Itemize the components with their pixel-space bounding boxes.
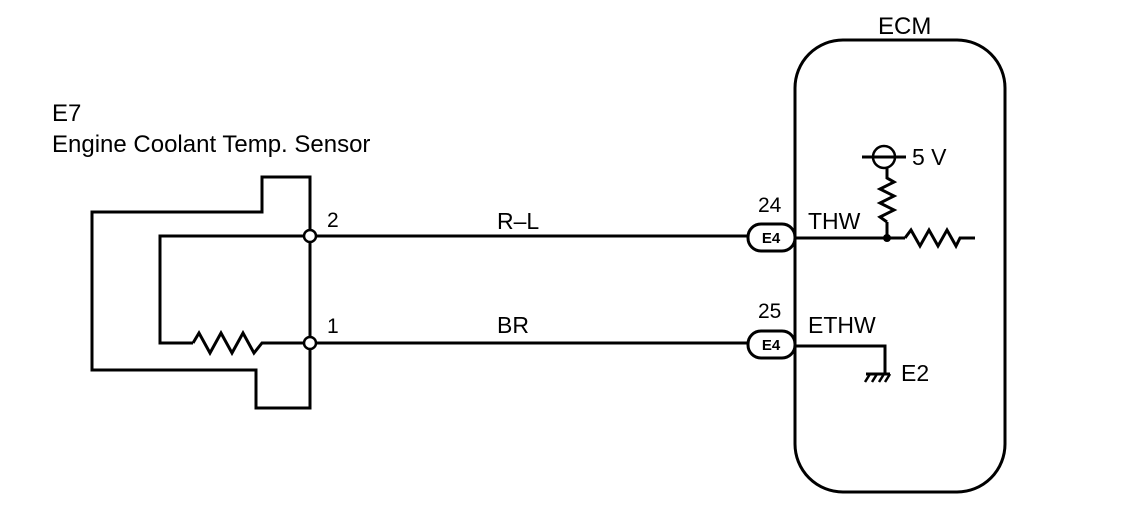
sensor-thermistor-icon <box>191 329 310 357</box>
terminal-2-icon <box>302 228 318 244</box>
signal-ethw: ETHW <box>808 312 876 338</box>
pullup-resistor-icon <box>876 167 898 224</box>
wire-br-label: BR <box>497 312 529 338</box>
connector-bottom-pin: 25 <box>758 300 781 323</box>
connector-e4-bottom-code: E4 <box>762 337 781 354</box>
sensor-internal-loop <box>158 234 310 345</box>
connector-e4-top-code: E4 <box>762 230 781 247</box>
ecm-title: ECM <box>878 13 931 40</box>
wire-r-l-label: R–L <box>497 208 539 234</box>
supply-label: 5 V <box>912 144 947 170</box>
ecm-box <box>793 38 1007 494</box>
ground-label: E2 <box>901 360 929 386</box>
ground-icon <box>863 372 892 383</box>
ecm-thermistor-icon <box>903 226 975 250</box>
sensor-housing <box>90 175 312 410</box>
signal-thw: THW <box>808 208 861 234</box>
sensor-pin-2: 2 <box>327 209 339 232</box>
connector-top-pin: 24 <box>758 194 782 217</box>
terminal-1-icon <box>302 335 318 351</box>
ethw-line <box>795 344 887 374</box>
sensor-code: E7 <box>52 100 81 127</box>
sensor-pin-1: 1 <box>327 315 339 338</box>
sensor-name: Engine Coolant Temp. Sensor <box>52 131 370 158</box>
